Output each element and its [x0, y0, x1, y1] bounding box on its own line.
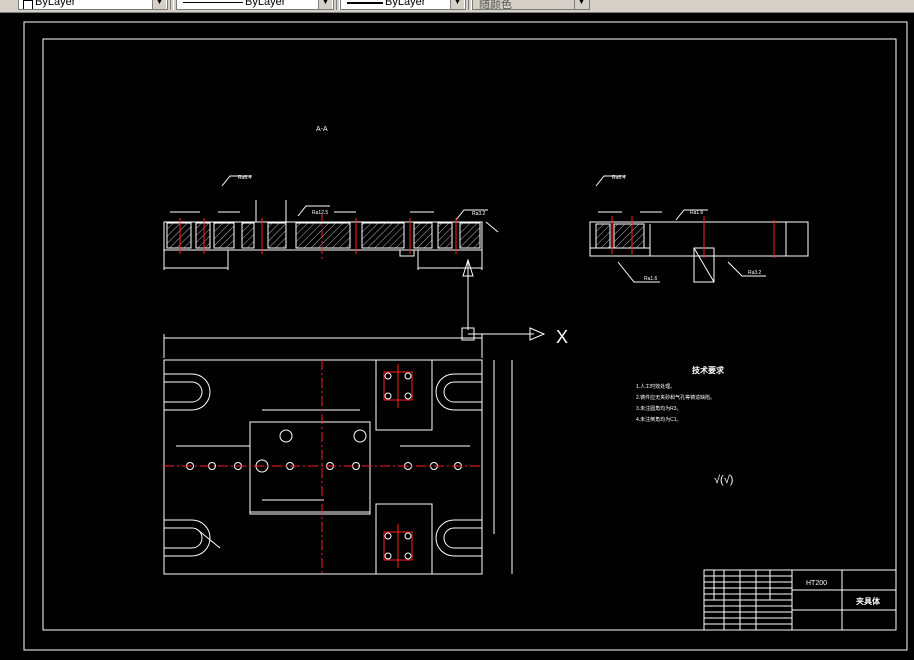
- plotstyle-combo[interactable]: 随颜色 ▼: [472, 0, 590, 10]
- lineweight-preview: [347, 2, 383, 4]
- axis-label: X: [556, 327, 568, 347]
- tech-req-item: 2.铸件应无夹砂和气孔等铸造缺陷。: [636, 394, 715, 401]
- tech-req-title: 技术要求: [692, 365, 725, 375]
- toolbar-separator: [170, 0, 174, 10]
- linetype-combo[interactable]: ByLayer ▼: [176, 0, 334, 10]
- tech-req-item: 1.人工时效处理。: [636, 383, 675, 390]
- plan-view: [163, 334, 513, 575]
- roughness-symbol: Ra3.2: [472, 211, 486, 217]
- plan-center-lines: [164, 360, 482, 574]
- section-label: A-A: [316, 126, 328, 133]
- layer-combo-label: ByLayer: [35, 0, 76, 8]
- roughness-symbol: Ra6.4: [238, 175, 252, 181]
- chevron-down-icon[interactable]: ▼: [318, 0, 332, 9]
- side-roughness-labels: Ra6.4 Ra1.6 Ra1.6 Ra3.2: [612, 175, 762, 282]
- title-block-part-name: 夹具体: [856, 596, 881, 606]
- chevron-down-icon[interactable]: ▼: [450, 0, 464, 9]
- drawing-svg: A-A: [23, 21, 908, 651]
- drawing-canvas[interactable]: A-A: [0, 13, 914, 655]
- roughness-symbol: Ra1.6: [644, 276, 658, 282]
- toolbar-separator: [468, 0, 472, 10]
- chevron-down-icon[interactable]: ▼: [152, 0, 166, 9]
- outer-border: [23, 21, 908, 651]
- toolbar-separator: [336, 0, 340, 10]
- tech-req-list: 1.人工时效处理。 2.铸件应无夹砂和气孔等铸造缺陷。 3.未注圆角均为R3。 …: [636, 383, 715, 423]
- general-roughness-note: √(√): [714, 474, 733, 486]
- side-section-view: [589, 175, 809, 283]
- roughness-symbol: Ra1.6: [690, 210, 704, 216]
- layer-combo[interactable]: ByLayer ▼: [18, 0, 168, 10]
- roughness-symbol: Ra6.4: [612, 175, 626, 181]
- linetype-preview: [183, 2, 243, 3]
- roughness-symbol: Ra12.5: [312, 210, 328, 216]
- title-block: [703, 569, 897, 631]
- inner-border: [42, 38, 897, 631]
- chevron-down-icon[interactable]: ▼: [574, 0, 588, 9]
- plotstyle-combo-label: 随颜色: [479, 0, 512, 10]
- lineweight-combo[interactable]: ByLayer ▼: [340, 0, 466, 10]
- linetype-combo-label: ByLayer: [245, 0, 286, 8]
- properties-toolbar: ByLayer ▼ ByLayer ▼ ByLayer ▼ 随颜色 ▼: [0, 0, 914, 13]
- side-center-lines: [611, 216, 775, 258]
- lineweight-combo-label: ByLayer: [385, 0, 426, 8]
- tech-req-item: 4.未注倒角均为C1。: [636, 416, 682, 423]
- front-center-lines: [179, 214, 457, 262]
- color-swatch-icon: [23, 0, 33, 9]
- front-section-view: [163, 175, 499, 270]
- front-roughness-labels: Ra6.4 Ra12.5 Ra3.2: [238, 175, 486, 217]
- title-block-material: HT200: [806, 580, 827, 587]
- roughness-symbol: Ra3.2: [748, 270, 762, 276]
- ucs-axis-icon: [461, 258, 546, 341]
- tech-req-item: 3.未注圆角均为R3。: [636, 405, 682, 412]
